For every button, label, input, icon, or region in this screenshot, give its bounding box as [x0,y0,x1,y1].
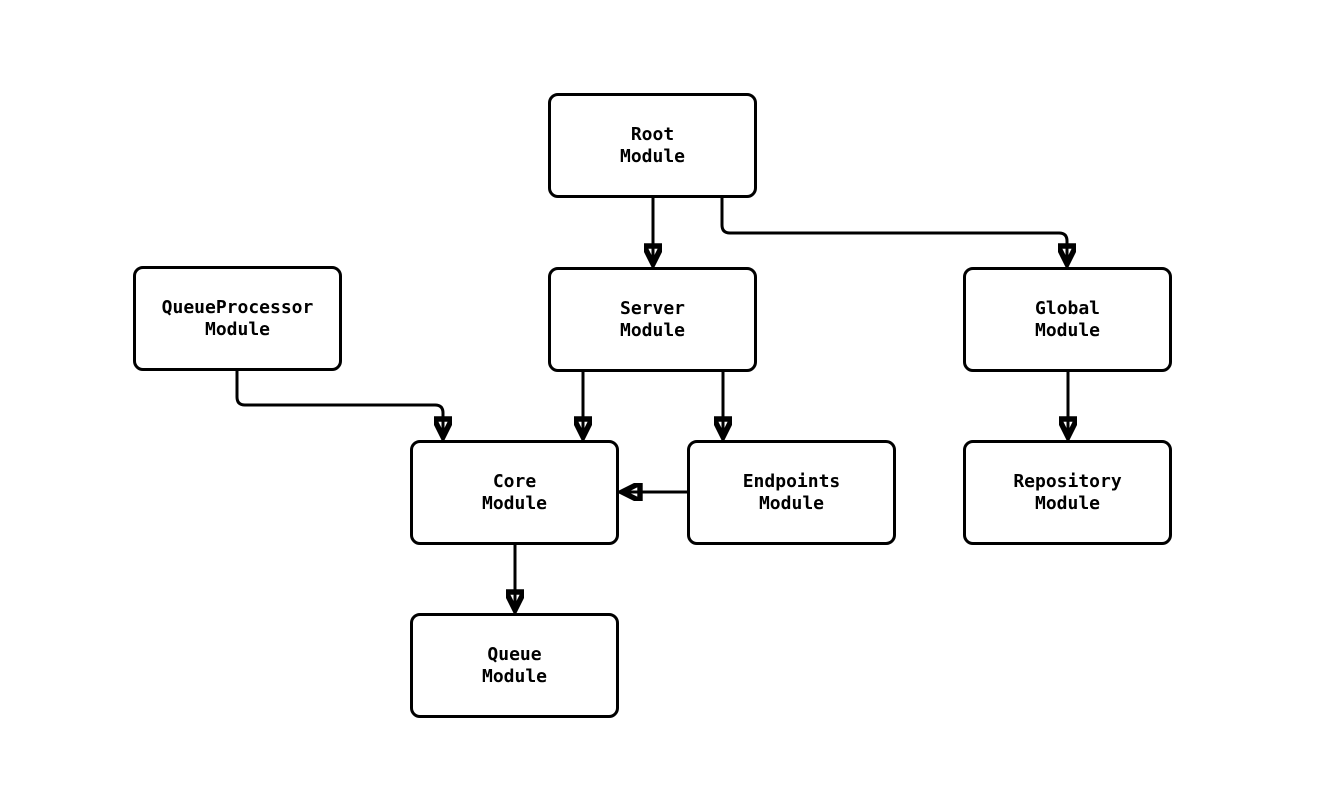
node-server-module-label: Server Module [619,297,686,341]
node-root-module: Root Module [548,93,757,198]
node-server-module: Server Module [548,267,757,372]
node-endpoints-module: Endpoints Module [687,440,896,545]
edge-root-to-global [720,198,1067,264]
node-queueprocessor-module-label: QueueProcessor Module [161,296,314,340]
edge-queueprocessor-to-core [235,371,443,437]
node-queue-module-label: Queue Module [481,643,548,687]
node-global-module: Global Module [963,267,1172,372]
node-repository-module: Repository Module [963,440,1172,545]
node-root-module-label: Root Module [619,123,686,167]
node-core-module: Core Module [410,440,619,545]
node-repository-module-label: Repository Module [1013,470,1122,514]
node-queue-module: Queue Module [410,613,619,718]
node-core-module-label: Core Module [481,470,548,514]
node-queueprocessor-module: QueueProcessor Module [133,266,342,371]
node-endpoints-module-label: Endpoints Module [742,470,841,514]
node-global-module-label: Global Module [1034,297,1101,341]
